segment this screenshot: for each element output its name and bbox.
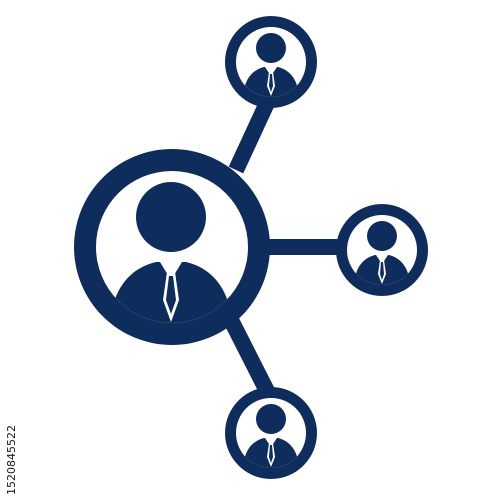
bottom-person-node	[225, 387, 317, 479]
connector-lines	[224, 99, 342, 397]
right-person-icon	[354, 221, 410, 285]
watermark-text: 1520845522	[5, 425, 18, 495]
connector-line-top	[228, 99, 275, 174]
central-person-node	[74, 149, 270, 345]
top-person-icon	[243, 33, 299, 97]
top-person-node	[225, 16, 317, 108]
watermark-id: 1520845522	[2, 425, 20, 495]
central-person-icon	[110, 182, 232, 323]
right-person-node	[336, 204, 428, 296]
connector-line-bottom	[224, 318, 276, 397]
bottom-person-icon	[243, 404, 299, 468]
